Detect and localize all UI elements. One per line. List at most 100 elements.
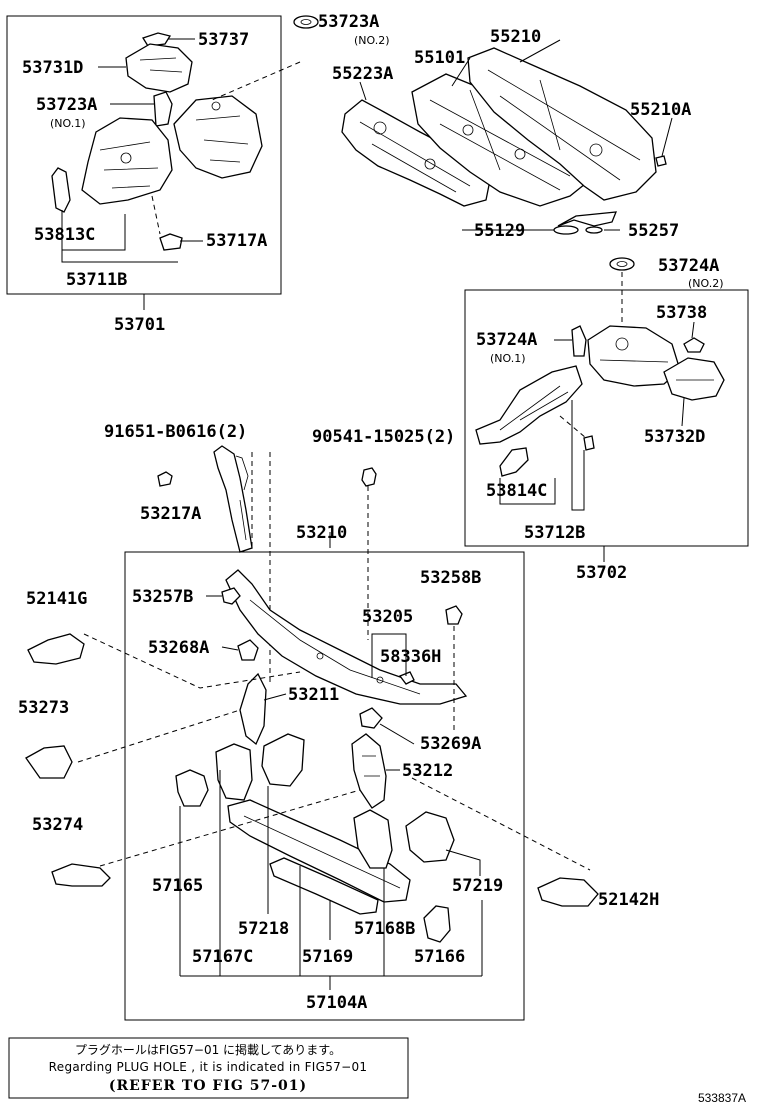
label-57167C: 57167C [192,947,253,967]
label-58336H: 58336H [380,647,441,667]
bolt-91651 [157,471,173,487]
part-53737-shape [142,32,172,47]
label-53723A-top: 53723A [318,12,379,32]
label-53717A: 53717A [206,231,267,251]
label-57218: 57218 [238,919,289,939]
part-53712B-shape [475,365,583,445]
label-53211: 53211 [288,685,339,705]
label-53723A-top-sub: (NO.2) [354,34,390,47]
part-57169-shape [269,857,379,915]
part-57218-shape [261,733,305,787]
part-53732D-shape [663,357,725,401]
part-57166-shape [423,905,451,943]
label-53205: 53205 [362,607,413,627]
label-53702: 53702 [576,563,627,583]
part-53257B-shape [221,587,241,605]
part-53269A-shape [359,707,383,729]
label-53217A: 53217A [140,504,201,524]
part-53258B-shape [445,605,463,625]
label-55101: 55101 [414,48,465,68]
note-box: プラグホールはFIG57−01 に掲載してあります。 Regarding PLU… [8,1037,409,1099]
part-53717A-shape [159,233,183,251]
part-53813C-shape [51,167,71,213]
label-53210: 53210 [296,523,347,543]
label-91651: 91651-B0616(2) [104,422,247,442]
part-53210-shape [225,569,468,705]
part-52142H-shape [537,877,599,907]
part-53217A-shape [213,445,253,553]
part-57104A-shape [227,799,411,903]
group-box-53702 [464,289,749,547]
part-53738-shape [683,337,705,353]
label-53732D: 53732D [644,427,705,447]
label-53711B: 53711B [66,270,127,290]
part-55129-shape [553,225,603,235]
note-reference: (REFER TO FIG 57-01) [109,1078,307,1094]
part-55101-shape [411,73,591,207]
washer-53723A-no2 [293,15,319,29]
group-box-53210 [124,551,525,1021]
part-57165-shape [175,769,209,807]
part-57219-shape [405,811,455,863]
label-55210: 55210 [490,27,541,47]
label-53813C: 53813C [34,225,95,245]
note-japanese: プラグホールはFIG57−01 に掲載してあります。 [75,1042,341,1057]
part-57167C-shape [215,743,253,801]
part-55257-shape [557,211,618,227]
label-57169: 57169 [302,947,353,967]
label-53268A: 53268A [148,638,209,658]
label-53738: 53738 [656,303,707,323]
label-55129: 55129 [474,221,525,241]
part-57168B-shape [353,809,393,869]
part-55210-shape [467,47,657,201]
part-55223A-shape [341,99,491,207]
label-53724A-top: 53724A [658,256,719,276]
part-53273-shape [25,745,73,779]
clip-53712B-shape [583,435,595,451]
label-52141G: 52141G [26,589,87,609]
label-57219: 57219 [452,876,503,896]
label-53737: 53737 [198,30,249,50]
label-53723A-left-sub: (NO.1) [50,117,86,130]
part-53731D-shape [125,43,193,93]
part-53212-shape [351,733,387,809]
label-55223A: 55223A [332,64,393,84]
label-55257: 55257 [628,221,679,241]
part-53723A-bracket-shape [153,91,173,127]
label-57166: 57166 [414,947,465,967]
label-53274: 53274 [32,815,83,835]
label-57165: 57165 [152,876,203,896]
part-53711B-shape [81,117,173,205]
label-57168B: 57168B [354,919,415,939]
label-52142H: 52142H [598,890,659,910]
part-apron-left-shape [173,95,263,179]
clip-55210A-shape [655,155,667,167]
label-53724A-box: 53724A [476,330,537,350]
label-53701: 53701 [114,315,165,335]
label-53724A-top-sub: (NO.2) [688,277,724,290]
label-53712B: 53712B [524,523,585,543]
washer-53724A-no2 [609,257,635,271]
part-53814C-shape [499,447,529,477]
label-53723A-left: 53723A [36,95,97,115]
part-58336H-shape [398,671,415,685]
part-53724A-no1-shape [571,325,587,357]
part-53274-shape [51,863,111,887]
label-53814C: 53814C [486,481,547,501]
part-53211-shape [239,672,267,746]
figure-code: 533837A [698,1091,746,1105]
nut-90541 [361,467,377,487]
label-55210A: 55210A [630,100,691,120]
label-53258B: 53258B [420,568,481,588]
part-53268A-shape [237,639,259,661]
note-english: Regarding PLUG HOLE , it is indicated in… [49,1060,368,1074]
part-52141G-shape [27,633,85,665]
label-53273: 53273 [18,698,69,718]
label-53731D: 53731D [22,58,83,78]
label-90541: 90541-15025(2) [312,427,455,447]
label-53212: 53212 [402,761,453,781]
label-53269A: 53269A [420,734,481,754]
label-57104A: 57104A [306,993,367,1013]
label-53257B: 53257B [132,587,193,607]
